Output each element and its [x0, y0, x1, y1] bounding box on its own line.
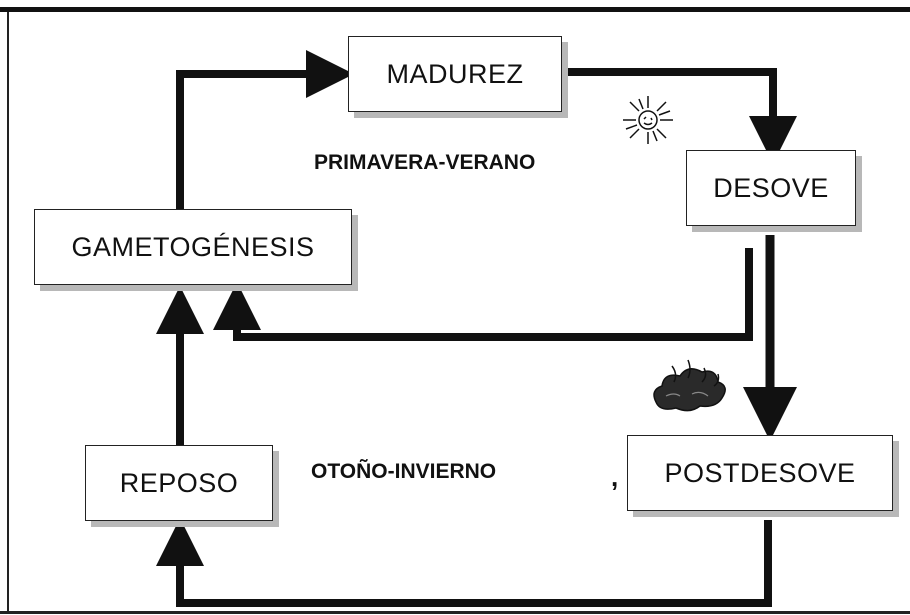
stage-desove: DESOVE — [686, 150, 856, 226]
season-autumn-winter: OTOÑO-INVIERNO — [311, 460, 497, 483]
bottom-border — [0, 611, 910, 614]
stage-reposo-label: REPOSO — [119, 467, 239, 498]
storm-cloud-icon — [653, 359, 726, 412]
stage-gametogenesis-label: GAMETOGÉNESIS — [71, 231, 315, 262]
arrow-madurez-to-desove — [563, 68, 797, 164]
left-border — [7, 12, 9, 612]
stage-madurez: MADUREZ — [348, 36, 562, 112]
arrow-desove-to-gametogenesis — [213, 248, 753, 341]
stage-reposo: REPOSO — [85, 445, 273, 521]
arrow-gametogenesis-to-madurez — [176, 50, 354, 210]
stage-desove-label: DESOVE — [713, 172, 829, 203]
stray-comma: , — [611, 462, 619, 492]
arrow-postdesove-to-reposo — [156, 518, 772, 607]
stage-madurez-label: MADUREZ — [386, 58, 524, 89]
stage-postdesove-label: POSTDESOVE — [664, 457, 856, 488]
top-border — [0, 7, 910, 12]
season-spring-summer: PRIMAVERA-VERANO — [314, 151, 536, 174]
stage-gametogenesis: GAMETOGÉNESIS — [34, 209, 352, 285]
sun-icon — [623, 96, 673, 144]
stage-postdesove: POSTDESOVE — [627, 435, 893, 511]
